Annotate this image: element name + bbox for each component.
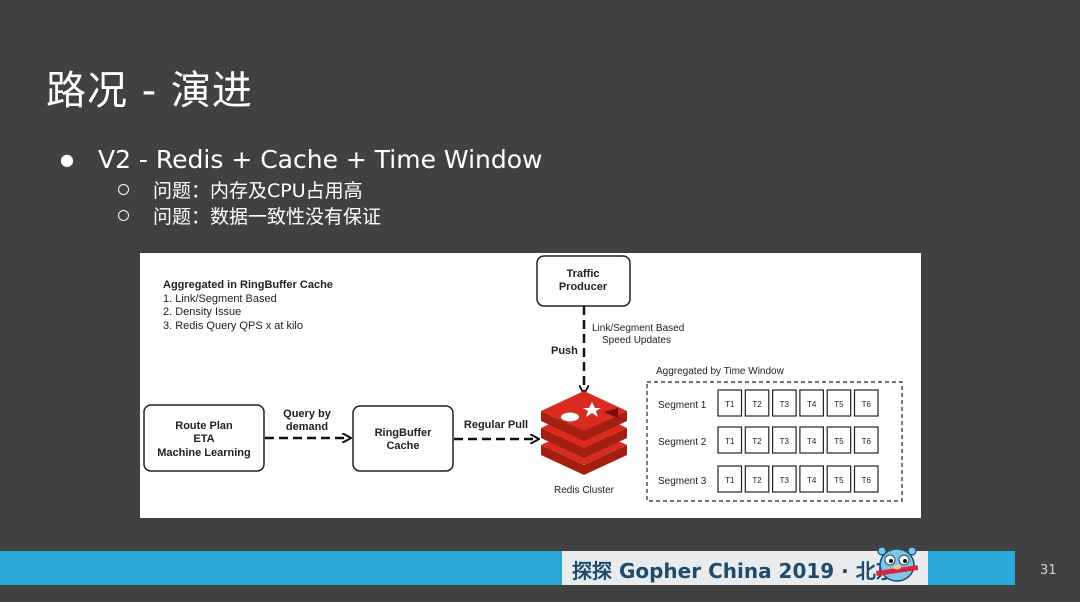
route-plan-label: Route Plan <box>175 420 233 432</box>
circle-bullet-icon <box>118 209 129 221</box>
slide-title: 路况 - 演进 <box>46 68 253 114</box>
time-slot-cell <box>717 389 743 417</box>
time-slot-cell <box>771 426 797 454</box>
ringbuffer-label: Cache <box>386 440 419 452</box>
time-slot-label: T5 <box>834 476 844 485</box>
route-plan-box <box>143 404 265 472</box>
time-slot-cell <box>853 389 879 417</box>
time-slot-cell <box>826 389 852 417</box>
time-slot-label: T3 <box>780 476 790 485</box>
time-slot-cell <box>826 465 852 493</box>
time-slot-label: T1 <box>725 437 735 446</box>
conference-banner: 探探 Gopher China 2019 · 北京 <box>562 546 928 585</box>
time-slot-cell <box>744 465 770 493</box>
time-slot-label: T6 <box>862 476 872 485</box>
time-slot-label: T5 <box>834 400 844 409</box>
time-slot-label: T1 <box>725 476 735 485</box>
time-slot-label: T2 <box>752 400 762 409</box>
traffic-producer-label: Producer <box>559 281 608 293</box>
bullet-list: ● V2 - Redis + Cache + Time Window 问题：内存… <box>60 142 543 228</box>
sub-bullet-item: 问题：内存及CPU占用高 <box>118 176 543 202</box>
time-slot-label: T1 <box>725 400 735 409</box>
time-slot-label: T3 <box>780 437 790 446</box>
time-slot-cell <box>717 465 743 493</box>
time-slot-label: T6 <box>862 437 872 446</box>
time-slot-cell <box>853 465 879 493</box>
note-line: 2. Density Issue <box>163 306 241 318</box>
ringbuffer-box <box>352 405 454 472</box>
query-label: demand <box>286 421 328 433</box>
sub-bullet-text: 问题：内存及CPU占用高 <box>153 179 363 202</box>
bullet-text: V2 - Redis + Cache + Time Window <box>97 144 543 174</box>
time-slot-cell <box>771 465 797 493</box>
page-number: 31 <box>1040 563 1057 578</box>
time-slot-cell <box>799 465 825 493</box>
time-slot-label: T2 <box>752 437 762 446</box>
time-slot-cell <box>799 426 825 454</box>
redis-logo-icon <box>541 391 627 475</box>
time-slot-label: T6 <box>862 400 872 409</box>
regular-pull-label: Regular Pull <box>464 419 528 431</box>
time-slot-label: T2 <box>752 476 762 485</box>
traffic-producer-label: Traffic <box>566 268 599 280</box>
time-slot-cell <box>744 426 770 454</box>
bullet-item: ● V2 - Redis + Cache + Time Window <box>60 142 543 176</box>
time-slot-label: T4 <box>807 400 817 409</box>
note-line: 1. Link/Segment Based <box>163 293 277 305</box>
banner-text: 探探 Gopher China 2019 · 北京 <box>572 559 896 583</box>
bullet-dot-icon: ● <box>60 149 74 169</box>
ringbuffer-label: RingBuffer <box>375 427 433 439</box>
time-slot-cell <box>717 426 743 454</box>
route-plan-label: ETA <box>193 433 214 445</box>
push-label: Push <box>551 345 578 357</box>
time-slot-cell <box>771 389 797 417</box>
time-window-title: Aggregated by Time Window <box>656 366 785 377</box>
time-slot-label: T4 <box>807 476 817 485</box>
sub-bullet-text: 问题：数据一致性没有保证 <box>153 205 382 228</box>
time-slot-label: T4 <box>807 437 817 446</box>
sub-bullet-item: 问题：数据一致性没有保证 <box>118 202 543 228</box>
updates-label: Link/Segment Based <box>592 323 684 334</box>
architecture-diagram: Aggregated in RingBuffer Cache 1. Link/S… <box>140 253 921 518</box>
gopher-mascot-icon <box>875 546 919 582</box>
time-slot-cell <box>799 389 825 417</box>
circle-bullet-icon <box>118 183 129 195</box>
route-plan-label: Machine Learning <box>157 447 251 459</box>
updates-label: Speed Updates <box>602 335 671 346</box>
time-slot-cell <box>826 426 852 454</box>
segment-label: Segment 2 <box>658 437 707 448</box>
query-label: Query by <box>283 408 332 420</box>
time-slot-label: T5 <box>834 437 844 446</box>
time-slot-cell <box>744 389 770 417</box>
segment-label: Segment 3 <box>658 476 707 487</box>
segment-label: Segment 1 <box>658 400 707 411</box>
time-slot-label: T3 <box>780 400 790 409</box>
note-line: 3. Redis Query QPS x at kilo <box>163 320 303 332</box>
time-window-box <box>646 381 903 502</box>
redis-cluster-label: Redis Cluster <box>554 485 615 496</box>
time-slot-cell <box>853 426 879 454</box>
notes-title: Aggregated in RingBuffer Cache <box>163 279 333 291</box>
